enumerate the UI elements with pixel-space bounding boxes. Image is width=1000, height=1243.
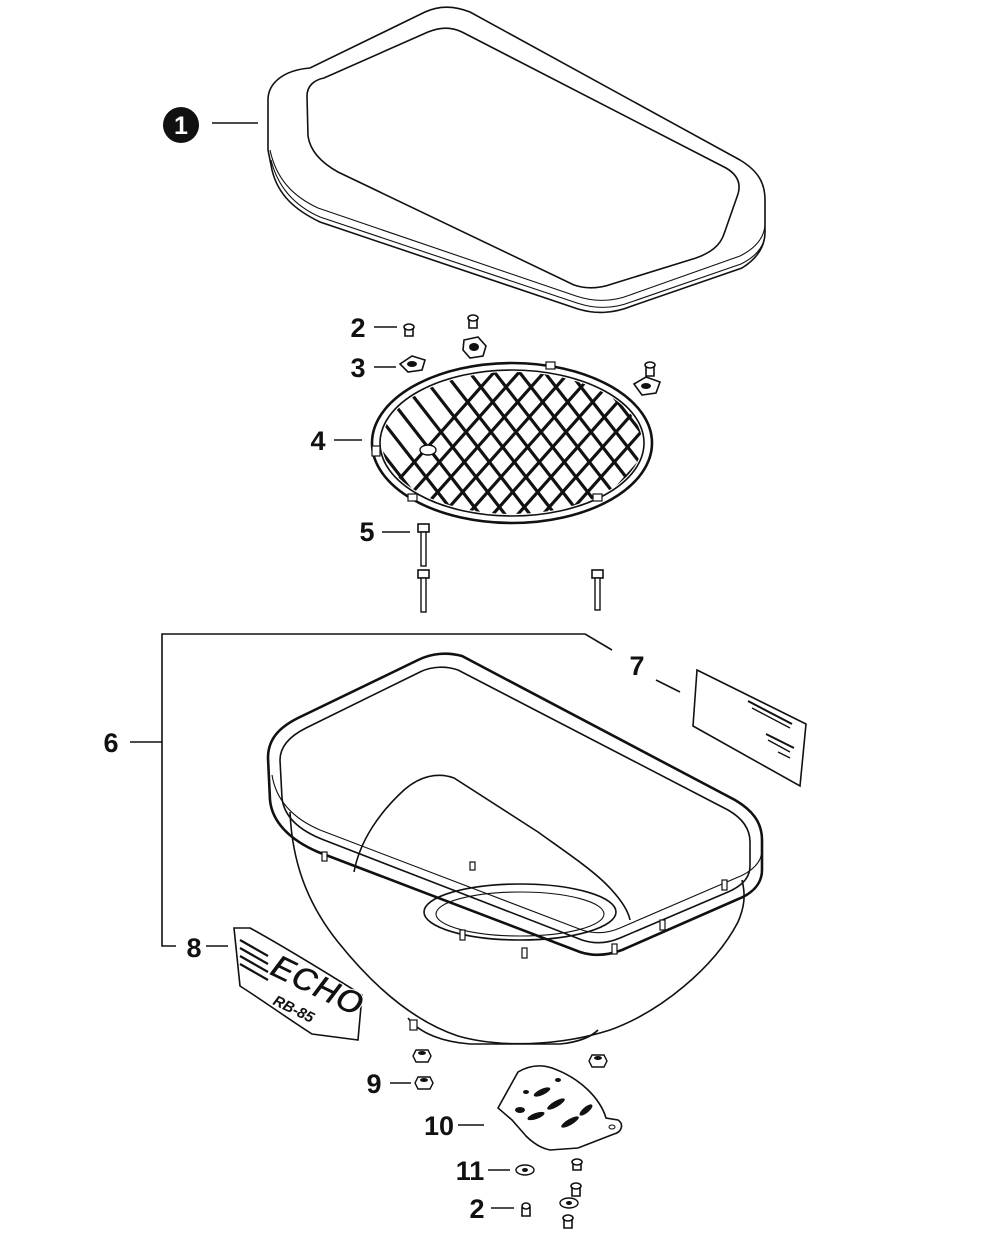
callout-9: 9	[366, 1069, 381, 1099]
screen-part-4	[370, 361, 654, 525]
callout-11: 11	[456, 1156, 485, 1186]
callout-5: 5	[359, 517, 374, 547]
bolt-part-5	[417, 523, 604, 613]
callout-8: 8	[186, 933, 201, 963]
callout-2-top: 2	[350, 313, 365, 343]
callout-10: 10	[424, 1111, 454, 1141]
callout-3: 3	[350, 353, 365, 383]
cover-part	[267, 6, 766, 314]
washer-part-11	[515, 1164, 579, 1209]
callout-1-badge: 1	[163, 107, 199, 143]
callout-4: 4	[310, 426, 325, 456]
nut-part-9	[412, 1049, 608, 1090]
screw-part-2-bottom	[521, 1158, 583, 1229]
callout-1: 1	[174, 112, 188, 140]
leader-lines	[130, 122, 681, 1209]
callout-6: 6	[103, 728, 118, 758]
plate-part-10	[496, 1065, 623, 1151]
callout-2-bottom: 2	[469, 1194, 484, 1224]
decal-part-8: ECHO RB-85	[233, 927, 370, 1041]
clip-part-3	[398, 336, 662, 396]
label-part-7	[692, 668, 807, 788]
callout-7: 7	[629, 651, 644, 681]
case-part-6	[266, 652, 764, 1045]
screw-part-2-top	[403, 314, 656, 377]
